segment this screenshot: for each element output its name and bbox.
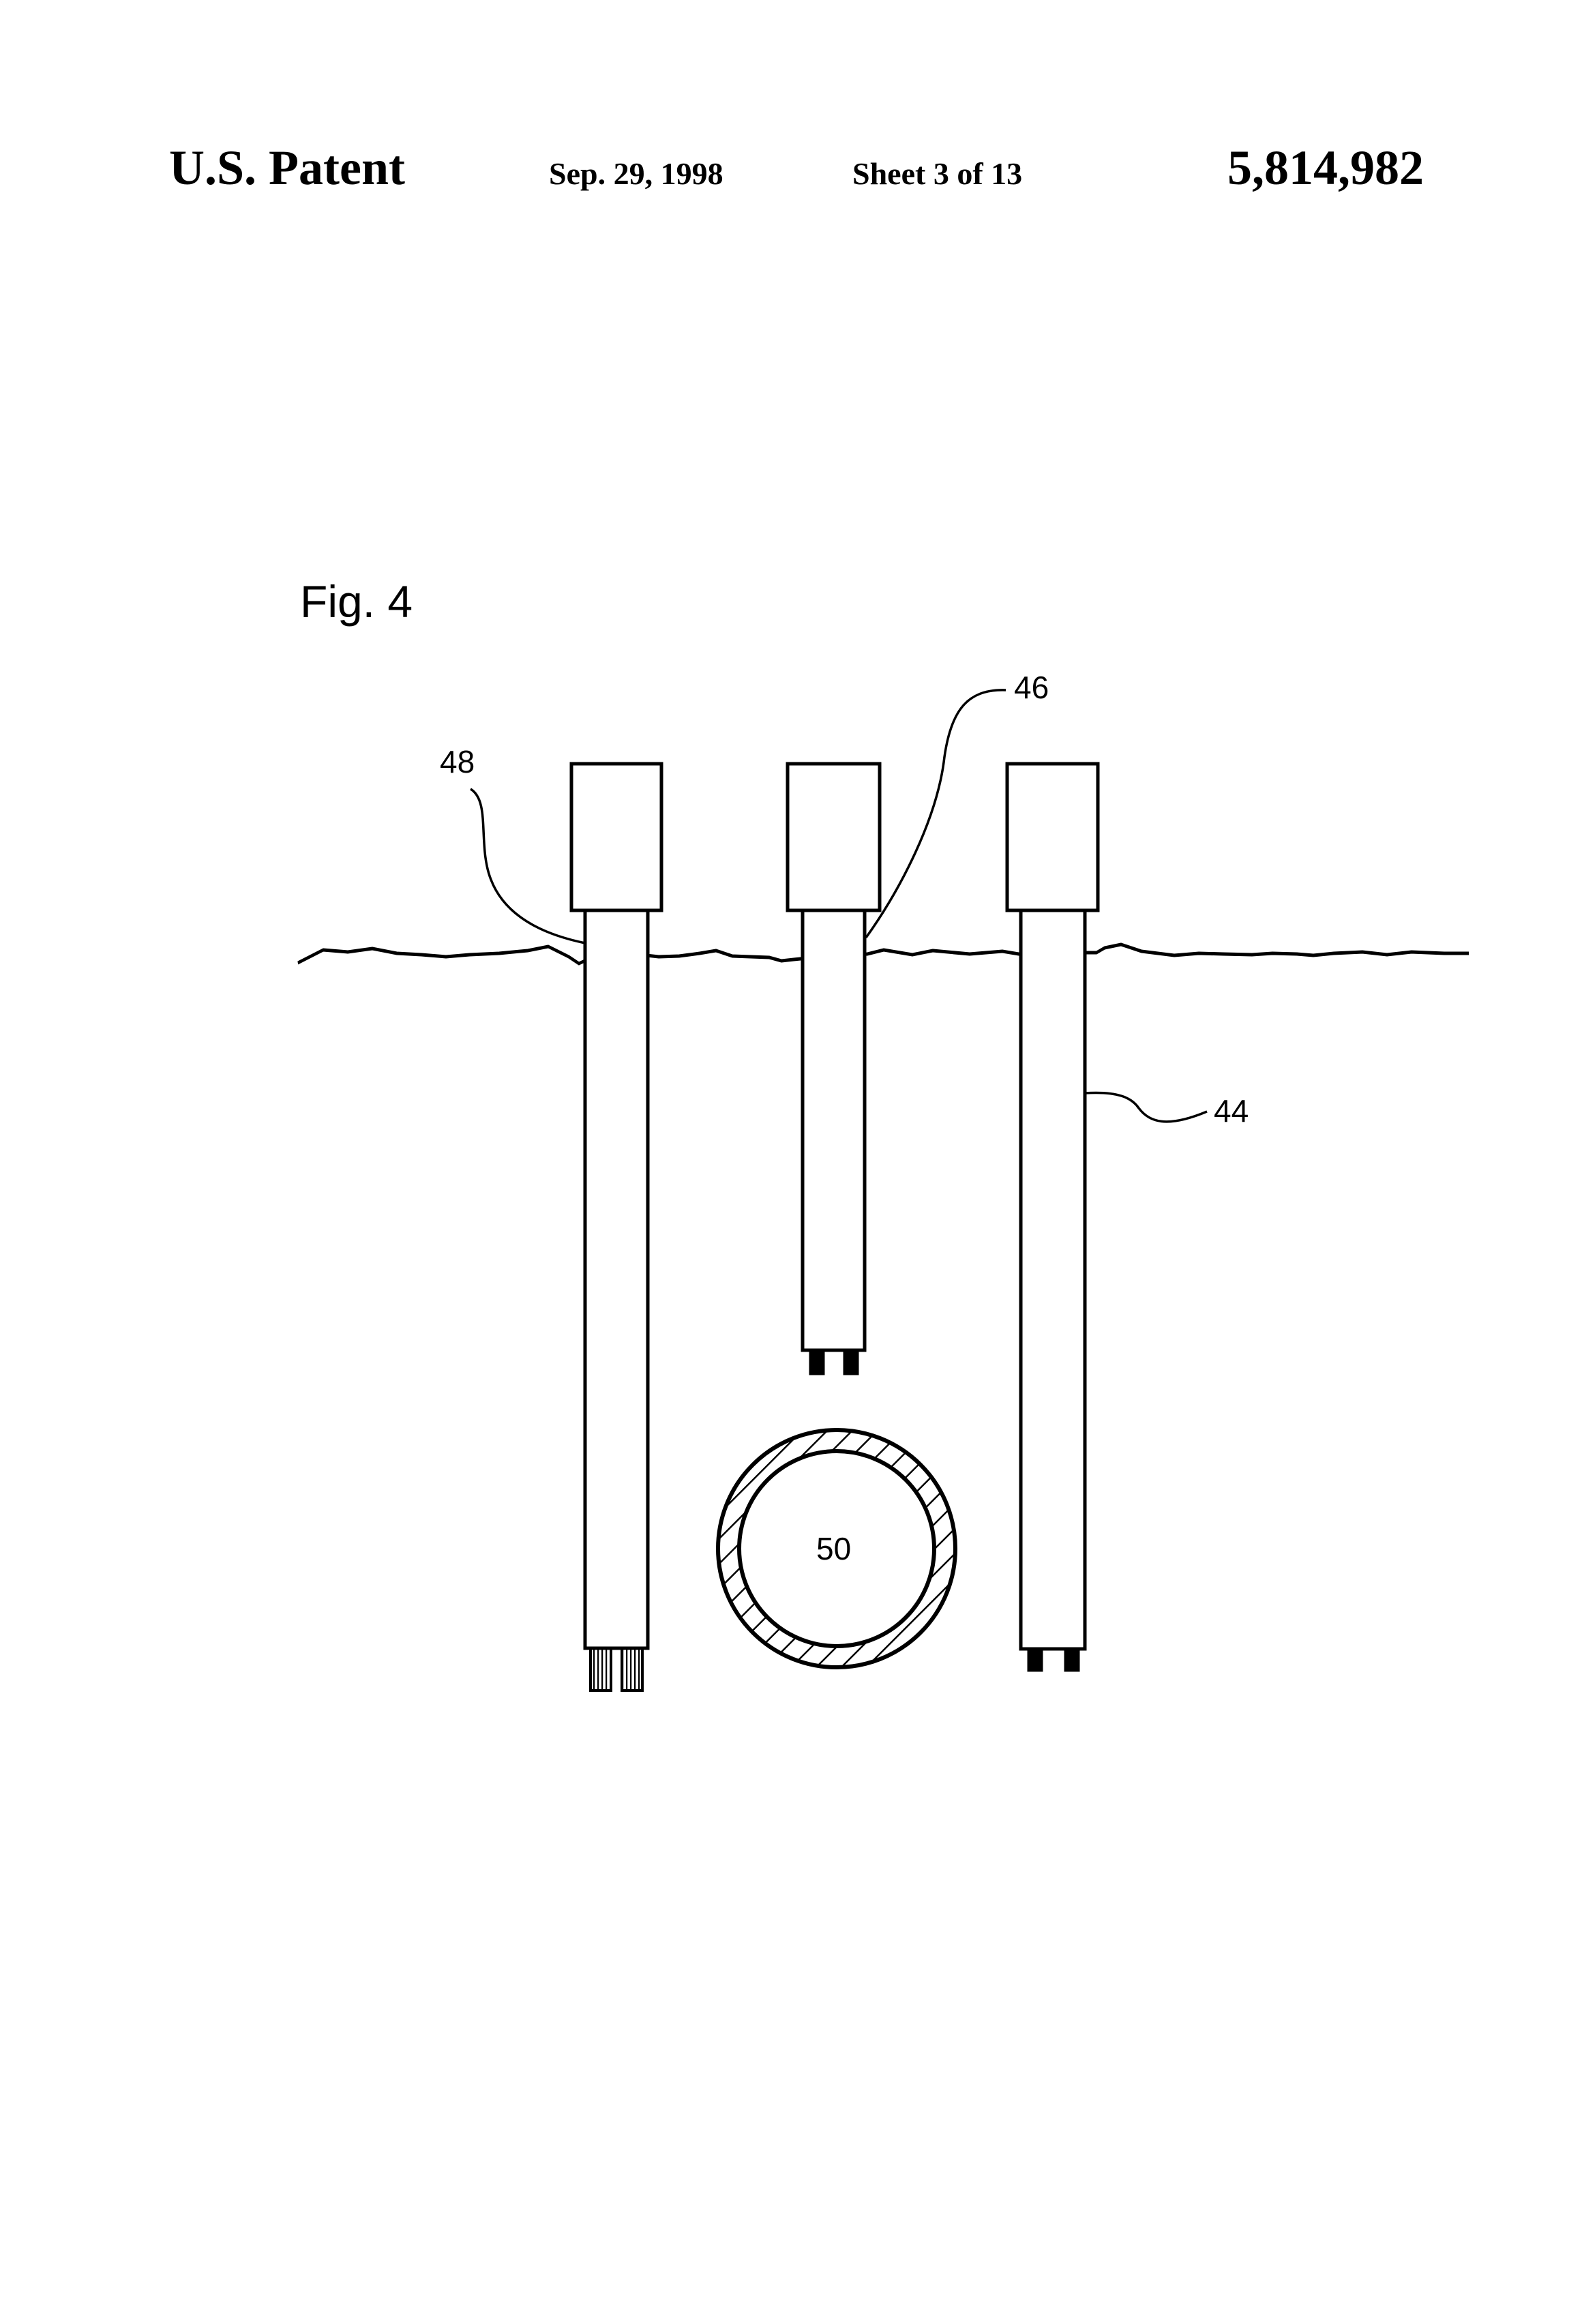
- probe-middle-shaft: [803, 910, 865, 1350]
- probe-right-head: [1007, 764, 1098, 910]
- probe-right-pin-1: [1028, 1649, 1042, 1671]
- probe-left-pin-2: [622, 1648, 642, 1690]
- ref-label-44: 44: [1214, 1093, 1249, 1129]
- probe-middle-pin-1: [810, 1350, 824, 1374]
- ground-surface-line: [298, 944, 1469, 964]
- ref-label-46: 46: [1014, 670, 1049, 705]
- ref-label-48: 48: [440, 744, 475, 779]
- probe-middle: [788, 764, 880, 1374]
- ref-label-50: 50: [816, 1531, 851, 1566]
- probe-middle-head: [788, 764, 880, 910]
- probe-left-shaft: [585, 910, 648, 1648]
- leader-line-48: [471, 789, 585, 943]
- probe-right-shaft: [1021, 910, 1085, 1649]
- leader-line-46: [866, 690, 1006, 938]
- probe-middle-pin-2: [844, 1350, 858, 1374]
- figure-title: Fig. 4: [300, 576, 413, 627]
- probe-left-head: [571, 764, 661, 910]
- probe-right: [1007, 764, 1098, 1671]
- leader-line-44: [1085, 1092, 1207, 1121]
- probe-right-pin-2: [1065, 1649, 1079, 1671]
- probe-left: [571, 764, 661, 1690]
- probe-left-pin-1: [591, 1648, 611, 1690]
